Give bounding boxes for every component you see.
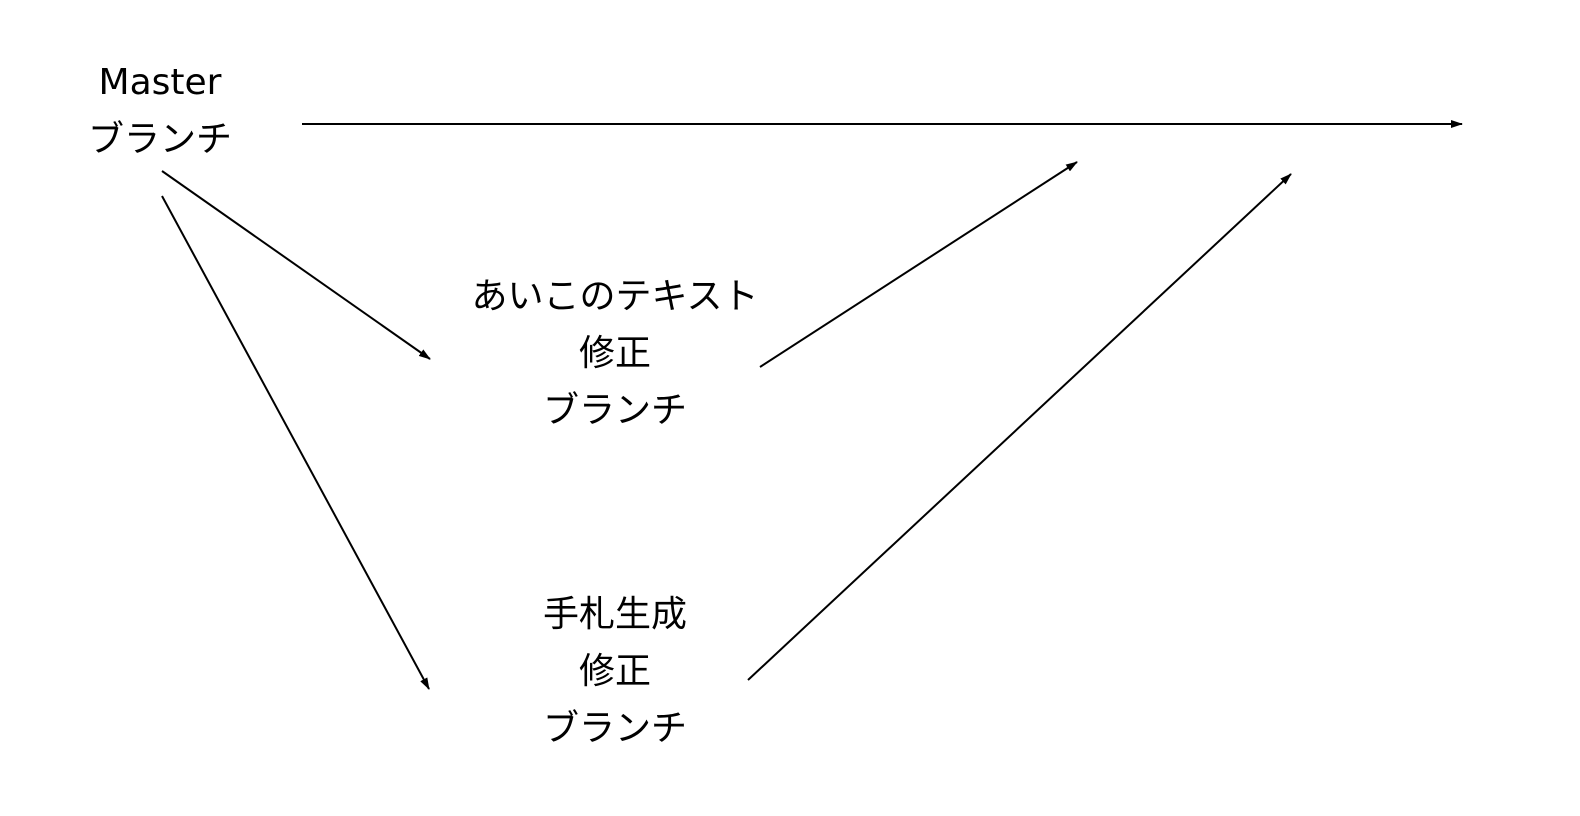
node-aiko-text-fix-branch: あいこのテキスト 修正 ブランチ xyxy=(460,268,770,439)
node-hand-generation-fix-branch: 手札生成 修正 ブランチ xyxy=(500,586,730,757)
arrow-master-to-aiko-fix xyxy=(161,170,431,360)
node-aiko-line-1: あいこのテキスト xyxy=(471,276,759,317)
node-aiko-line-3: ブランチ xyxy=(542,390,687,431)
node-tefuda-line-2: 修正 xyxy=(578,651,651,692)
arrow-master-to-tefuda-fix xyxy=(161,195,430,690)
node-master-line-1: Master xyxy=(98,62,222,103)
node-tefuda-line-3: ブランチ xyxy=(542,708,687,749)
arrow-tefuda-fix-merge-to-master xyxy=(747,173,1292,681)
arrow-aiko-fix-merge-to-master xyxy=(759,161,1078,368)
node-aiko-line-2: 修正 xyxy=(578,333,651,374)
node-tefuda-line-1: 手札生成 xyxy=(542,594,687,635)
node-master-line-2: ブランチ xyxy=(87,119,232,160)
node-master-branch: Master ブランチ xyxy=(60,54,260,168)
